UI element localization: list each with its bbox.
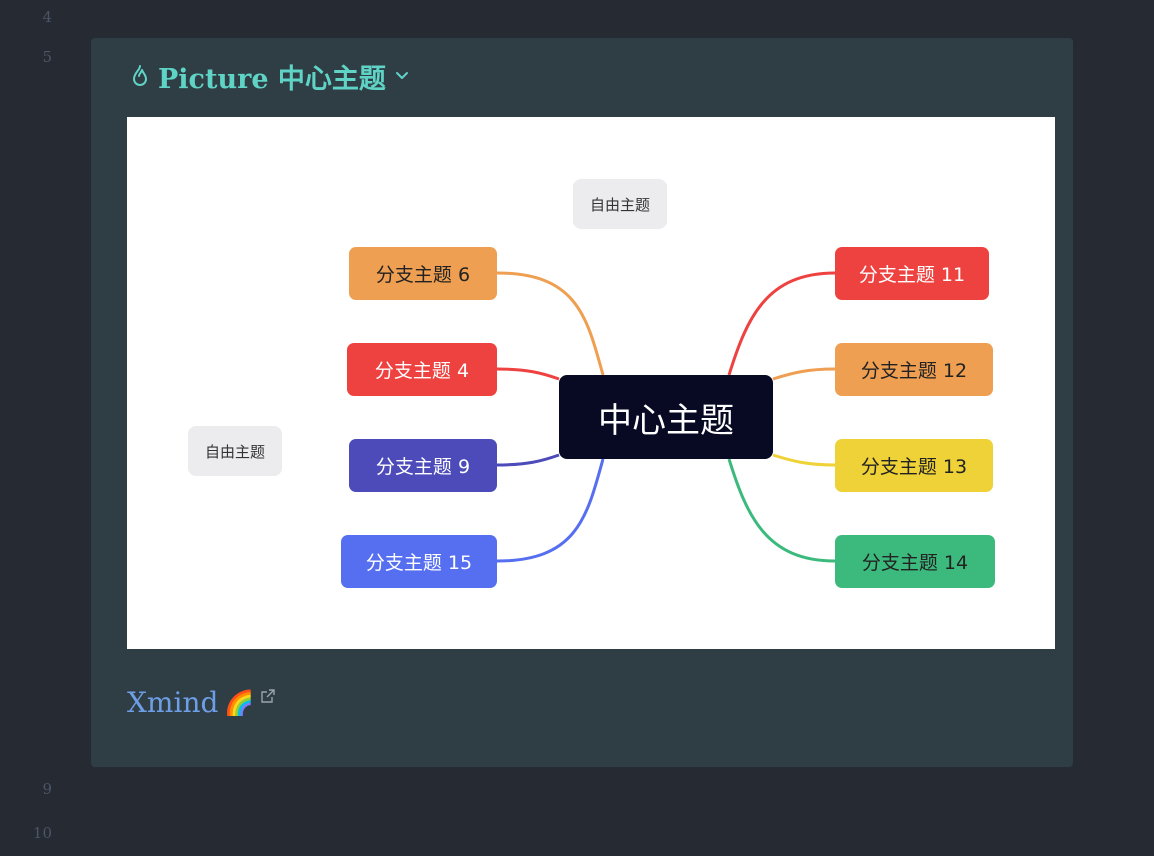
branch-topic-6: 分支主题 6 xyxy=(349,247,497,300)
flame-icon xyxy=(130,64,150,88)
line-number-4: 4 xyxy=(42,8,52,26)
block-title: Picture 中心主题 xyxy=(158,63,386,95)
connector-branch-14 xyxy=(727,458,836,563)
xmind-link[interactable]: Xmind 🌈 xyxy=(127,686,276,719)
branch-topic-4: 分支主题 4 xyxy=(347,343,497,396)
connector-branch-9 xyxy=(496,453,560,467)
connector-branch-12 xyxy=(772,367,836,381)
mindmap-connectors xyxy=(496,271,836,563)
branch-topic-15: 分支主题 15 xyxy=(341,535,497,588)
branch-topic-14: 分支主题 14 xyxy=(835,535,995,588)
xmind-link-label[interactable]: Xmind xyxy=(127,686,219,719)
branch-topic-9: 分支主题 9 xyxy=(349,439,497,492)
rainbow-emoji: 🌈 xyxy=(224,688,255,717)
external-link-icon[interactable] xyxy=(260,688,276,704)
branch-topic-12: 分支主题 12 xyxy=(835,343,993,396)
connector-branch-15 xyxy=(496,458,605,563)
connector-branch-6 xyxy=(496,271,605,376)
floating-topic-top: 自由主题 xyxy=(573,179,667,229)
mindmap-picture[interactable]: 自由主题 自由主题 中心主题 分支主题 6 分支主题 4 分支主题 9 分支主题… xyxy=(127,117,1055,649)
picture-block: Picture 中心主题 自由主题 自由主题 中心主题 分支主题 6 分支主题 … xyxy=(91,38,1073,767)
block-heading[interactable]: Picture 中心主题 xyxy=(130,58,410,95)
connector-branch-4 xyxy=(496,367,560,381)
connector-branch-13 xyxy=(772,453,836,467)
chevron-down-icon[interactable] xyxy=(394,68,410,84)
line-number-9: 9 xyxy=(42,780,52,798)
branch-topic-11: 分支主题 11 xyxy=(835,247,989,300)
floating-topic-left: 自由主题 xyxy=(188,426,282,476)
line-number-10: 10 xyxy=(32,824,52,842)
central-topic: 中心主题 xyxy=(559,375,773,459)
connector-branch-11 xyxy=(727,271,836,376)
line-number-5: 5 xyxy=(42,48,52,66)
branch-topic-13: 分支主题 13 xyxy=(835,439,993,492)
